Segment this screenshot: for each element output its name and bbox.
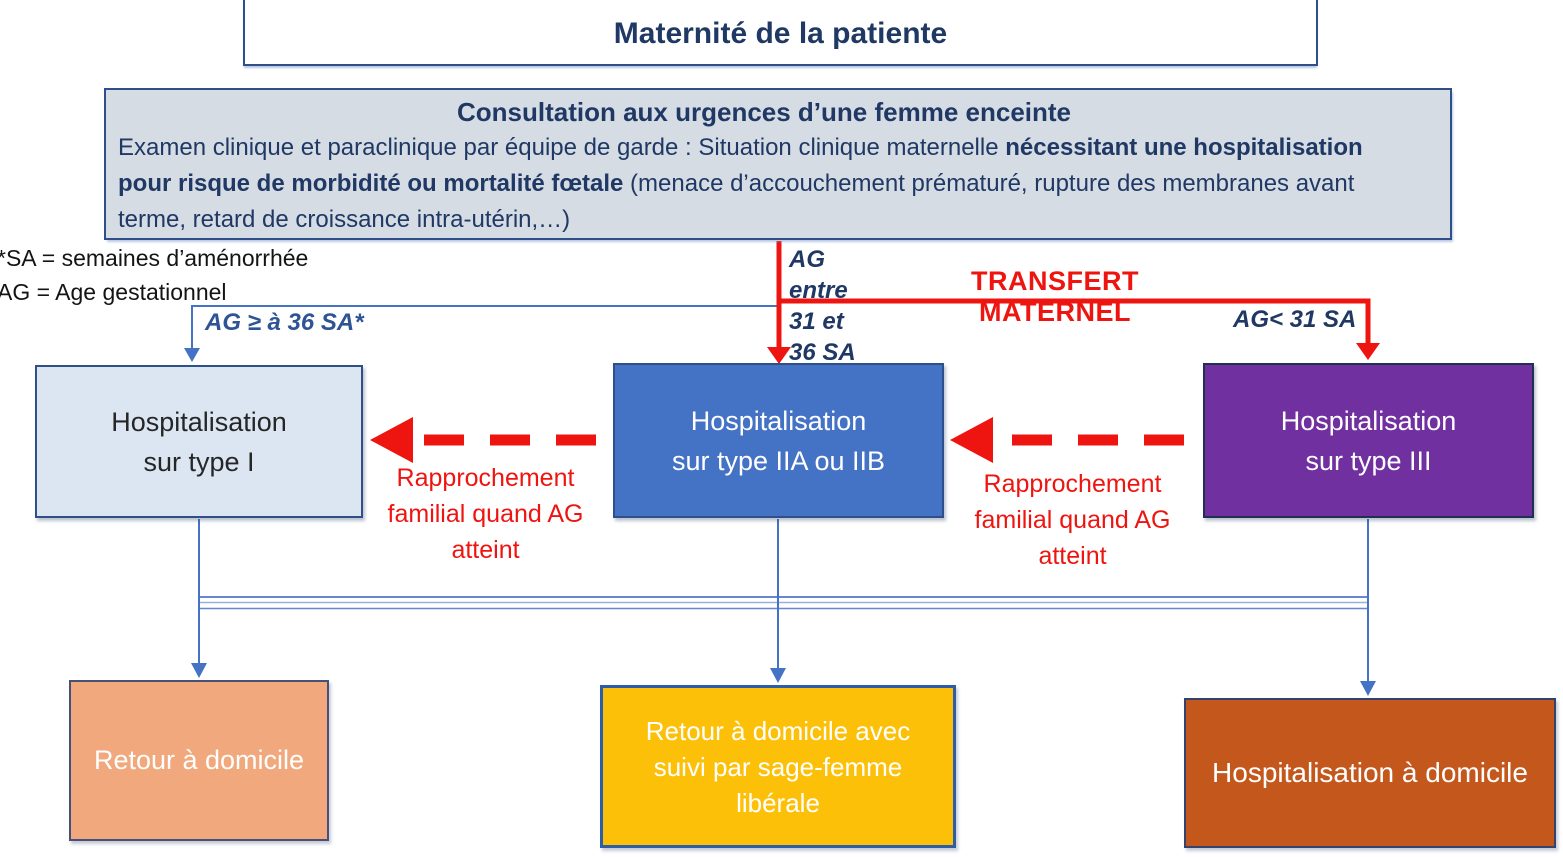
node-label: Hospitalisation sur type I (111, 406, 287, 477)
edge-urgences-to-type2 (767, 241, 791, 364)
node-hospitalisation-domicile: Hospitalisation à domicile (1184, 698, 1556, 848)
label-rapprochement-left: Rapprochement familial quand AG atteint (387, 464, 584, 564)
node-hospitalisation-type1: Hospitalisation sur type I (35, 365, 363, 518)
consultation-body-prefix: Examen clinique et paraclinique par équi… (118, 134, 1006, 161)
edge-type1-to-retour (191, 519, 207, 678)
label-transfert-maternel: TRANSFERT MATERNEL (971, 266, 1139, 327)
label-ag-gte-36: AG ≥ à 36 SA* (205, 309, 364, 336)
node-label: Hospitalisation à domicile (1212, 757, 1528, 788)
connector-rail (199, 596, 1368, 610)
edge-rapprochement-type2-to-type1 (370, 417, 608, 463)
label-ag-entre-31-36: AG entre 31 et 36 SA (789, 246, 856, 366)
legend-note-ag: AG = Age gestationnel (0, 279, 227, 305)
consultation-body: Examen clinique et paraclinique par équi… (118, 130, 1410, 238)
edge-type3-to-had (1360, 519, 1376, 696)
title-box: Maternité de la patiente (243, 0, 1318, 66)
consultation-body-suffix: (menace d’accouchement prématuré, ruptur… (118, 170, 1355, 233)
node-hospitalisation-type2: Hospitalisation sur type IIA ou IIB (613, 363, 944, 518)
node-retour-domicile: Retour à domicile (69, 680, 329, 841)
node-retour-sage-femme: Retour à domicile avec suivi par sage-fe… (600, 685, 956, 848)
page-title: Maternité de la patiente (613, 17, 948, 50)
node-label: Retour à domicile (93, 745, 305, 775)
label-ag-lt-31: AG< 31 SA (1233, 306, 1357, 333)
consultation-title: Consultation aux urgences d’une femme en… (456, 97, 1072, 127)
node-label: Hospitalisation sur type III (1280, 405, 1457, 476)
legend-notes: *SA = semaines d’aménorrhée AG = Age ges… (0, 241, 308, 309)
edge-rapprochement-type3-to-type2 (950, 417, 1198, 463)
edge-type2-to-retour-sf (770, 519, 786, 683)
label-rapprochement-right: Rapprochement familial quand AG atteint (974, 470, 1171, 570)
legend-note-sa: *SA = semaines d’aménorrhée (0, 245, 309, 271)
consultation-body-bold: nécessitant une hospitalisation pour ris… (118, 134, 1363, 197)
node-hospitalisation-type3: Hospitalisation sur type III (1203, 363, 1534, 518)
node-label: Retour à domicile avec suivi par sage-fe… (645, 715, 911, 818)
node-label: Hospitalisation sur type IIA ou IIB (671, 405, 886, 476)
consultation-box: Consultation aux urgences d’une femme en… (104, 88, 1452, 240)
